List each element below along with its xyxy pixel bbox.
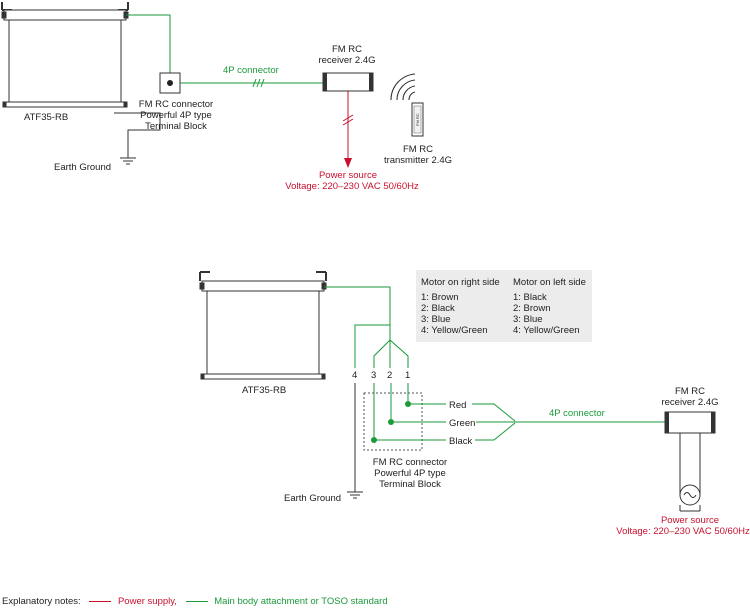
table-cell: 2: Black — [421, 303, 455, 314]
terminal-number-3: 3 — [371, 370, 376, 381]
motor-label-1: ATF35-RB — [24, 112, 68, 123]
table-cell: 1: Brown — [421, 292, 459, 303]
main-line-swatch — [185, 600, 208, 602]
table-cell: 3: Blue — [421, 314, 451, 325]
table-column-right-side: Motor on right side 1: Brown 2: Black 3:… — [421, 277, 500, 336]
terminal-dots-2 — [371, 401, 411, 443]
terminal-block-outline-2 — [363, 392, 423, 451]
main-wire-bundle-2 — [324, 286, 409, 368]
transmitter-device-icon — [411, 102, 424, 137]
receiver-label-2b: receiver 2.4G — [661, 397, 718, 408]
table-cell: 1: Black — [513, 292, 547, 303]
transmitter-label-1b: transmitter 2.4G — [384, 155, 452, 166]
connector-line-2c: Terminal Block — [379, 479, 441, 490]
transmitter-label-1a: FM RC — [403, 144, 433, 155]
connector-line-2a: FM RC connector — [373, 457, 447, 468]
terminal-numbers: 4 3 2 1 — [352, 370, 410, 381]
table-cell: 3: Blue — [513, 314, 543, 325]
earth-wire-1 — [114, 112, 161, 165]
motor-unit-2 — [199, 271, 327, 380]
table-header-left: Motor on left side — [513, 277, 586, 288]
connector-line-1c: Terminal Block — [145, 121, 207, 132]
power-label-2b: Voltage: 220–230 VAC 50/60Hz — [616, 526, 750, 537]
power-loop-2 — [679, 433, 701, 512]
table-header-right: Motor on right side — [421, 277, 500, 288]
wire-name-red: Red — [449, 400, 466, 411]
power-label-2a: Power source — [661, 515, 719, 526]
receiver-box-2 — [664, 411, 716, 434]
receiver-box-1 — [322, 72, 374, 92]
power-label-1b: Voltage: 220–230 VAC 50/60Hz — [285, 181, 419, 192]
ac-source-icon — [679, 484, 701, 506]
table-cell: 4: Yellow/Green — [513, 325, 580, 336]
connector-line-2b: Powerful 4P type — [374, 468, 446, 479]
earth-ground-label-2: Earth Ground — [284, 493, 341, 504]
connector-line-1b: Powerful 4P type — [140, 110, 212, 121]
terminal-wires-2 — [373, 383, 665, 441]
cable-4p-1 — [180, 78, 323, 88]
wire-name-black: Black — [449, 436, 472, 447]
earth-ground-label-1: Earth Ground — [54, 162, 111, 173]
transmitter-device-text: FM RC — [415, 113, 420, 126]
terminal-number-2: 2 — [387, 370, 392, 381]
receiver-label-2a: FM RC — [675, 386, 705, 397]
table-column-left-side: Motor on left side 1: Black 2: Brown 3: … — [513, 277, 586, 336]
terminal-number-4: 4 — [352, 370, 357, 381]
motor-label-2: ATF35-RB — [242, 385, 286, 396]
receiver-label-1a: FM RC — [332, 44, 362, 55]
terminal-block-1 — [159, 72, 181, 94]
explanatory-notes: Explanatory notes: Power supply, Main bo… — [2, 596, 388, 607]
legend-main-label: Main body attachment or TOSO standard — [214, 596, 388, 607]
legend-power-label: Power supply, — [117, 596, 177, 607]
main-wire-1 — [126, 14, 171, 82]
legend-prefix: Explanatory notes: — [2, 596, 81, 607]
cable-label-1: 4P connector — [223, 65, 279, 76]
receiver-label-1b: receiver 2.4G — [318, 55, 375, 66]
earth-wire-2 — [347, 383, 363, 499]
wire-color-table: Motor on right side 1: Brown 2: Black 3:… — [416, 270, 592, 342]
table-cell: 2: Brown — [513, 303, 551, 314]
power-label-1a: Power source — [319, 170, 377, 181]
connector-line-1a: FM RC connector — [139, 99, 213, 110]
terminal-number-1: 1 — [405, 370, 410, 381]
wire-name-green: Green — [449, 418, 475, 429]
cable-label-2: 4P connector — [549, 408, 605, 419]
motor-unit-1 — [1, 2, 129, 108]
power-line-swatch — [89, 600, 112, 602]
signal-waves-icon — [390, 73, 416, 101]
power-wire-1 — [342, 91, 354, 168]
table-cell: 4: Yellow/Green — [421, 325, 488, 336]
